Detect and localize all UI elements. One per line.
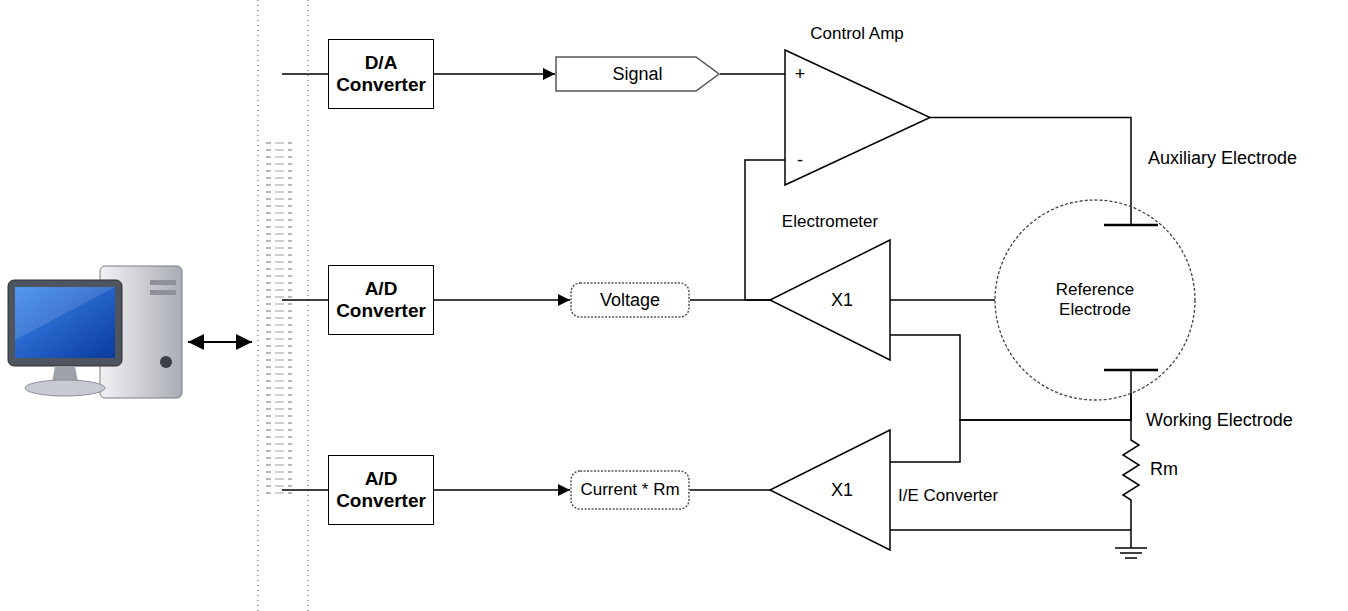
node-text: Current * Rm — [580, 480, 679, 500]
converter-box: D/A Converter — [328, 39, 434, 109]
amplifier-triangle: Control Amp+- — [785, 50, 930, 185]
electrode-plates-part — [1130, 207, 1132, 225]
node-text: Signal — [612, 64, 662, 85]
resistor-symbol — [1123, 420, 1139, 530]
cell-circle: Reference Electrode — [995, 200, 1195, 400]
cell-circle-shape — [995, 200, 1195, 400]
converter-box: A/D Converter — [328, 265, 434, 335]
computer-icon-part — [160, 356, 172, 368]
converter-box: A/D Converter — [328, 455, 434, 525]
computer-icon-part — [8, 280, 122, 366]
node-heading: I/E Converter — [898, 486, 998, 506]
computer-icon-part — [25, 380, 105, 396]
node-heading: - — [797, 150, 803, 171]
data-bus — [258, 0, 330, 611]
node-text: A/D Converter — [336, 468, 426, 512]
connector — [930, 118, 1131, 207]
electrode-label: Auxiliary Electrode — [1148, 148, 1297, 169]
electrode-plates-part — [1130, 370, 1132, 394]
computer-icon-part — [150, 290, 176, 295]
node-text: A/D Converter — [336, 278, 426, 322]
computer-icon-part — [15, 287, 115, 340]
signal-source: Signal — [555, 56, 720, 92]
bus-link-arrow — [188, 342, 252, 343]
ground-symbol-part — [1115, 547, 1147, 549]
voltage-readout-shape — [571, 283, 689, 317]
resistor-label: Rm — [1150, 459, 1178, 480]
computer-icon-part — [15, 287, 115, 358]
connector — [890, 335, 1131, 420]
amplifier-triangle-outline — [770, 240, 890, 360]
electrode-label: Working Electrode — [1146, 410, 1293, 431]
ground-symbol-part — [890, 529, 1131, 531]
signal-source-shape — [556, 57, 719, 91]
computer-icon — [8, 266, 182, 398]
connector — [890, 393, 1131, 462]
data-bus-part — [257, 0, 259, 611]
data-bus-part — [307, 0, 309, 611]
connector — [434, 73, 555, 75]
data-bus-part — [282, 73, 330, 75]
connector — [434, 299, 570, 301]
ground-symbol-part — [1130, 530, 1132, 548]
node-heading: + — [795, 64, 806, 85]
amplifier-triangle-shape — [785, 50, 930, 185]
ground-symbol — [890, 530, 1147, 558]
node-heading: X1 — [831, 290, 853, 311]
data-bus-part — [266, 140, 292, 495]
ground-symbol-part — [1120, 552, 1142, 554]
amplifier-triangle: X1I/E Converter — [770, 430, 890, 550]
node-heading: Control Amp — [810, 24, 904, 44]
current-readout: Current * Rm — [570, 470, 690, 510]
node-text: D/A Converter — [336, 52, 426, 96]
amplifier-triangle-outline — [785, 50, 930, 185]
connector — [434, 489, 570, 491]
amplifier-triangle-shape — [770, 430, 890, 550]
resistor-symbol-part — [1123, 420, 1139, 530]
electrode-plates-part — [1104, 224, 1158, 227]
node-text: Voltage — [600, 290, 660, 311]
node-heading: X1 — [831, 480, 853, 501]
data-bus-part — [282, 489, 330, 491]
connector — [890, 299, 995, 301]
amplifier-triangle-shape — [770, 240, 890, 360]
connector — [720, 73, 785, 75]
data-bus-part — [282, 299, 330, 301]
connector — [690, 489, 770, 491]
connector — [745, 160, 785, 300]
ground-symbol-part — [1125, 557, 1137, 559]
node-text: Reference Electrode — [1035, 280, 1155, 319]
computer-icon-part — [150, 280, 176, 285]
amplifier-triangle-outline — [770, 430, 890, 550]
amplifier-triangle: ElectrometerX1 — [770, 240, 890, 360]
node-heading: Electrometer — [782, 212, 878, 232]
current-readout-shape — [571, 471, 689, 509]
voltage-readout: Voltage — [570, 282, 690, 318]
bus-link-arrow-part — [188, 341, 252, 343]
